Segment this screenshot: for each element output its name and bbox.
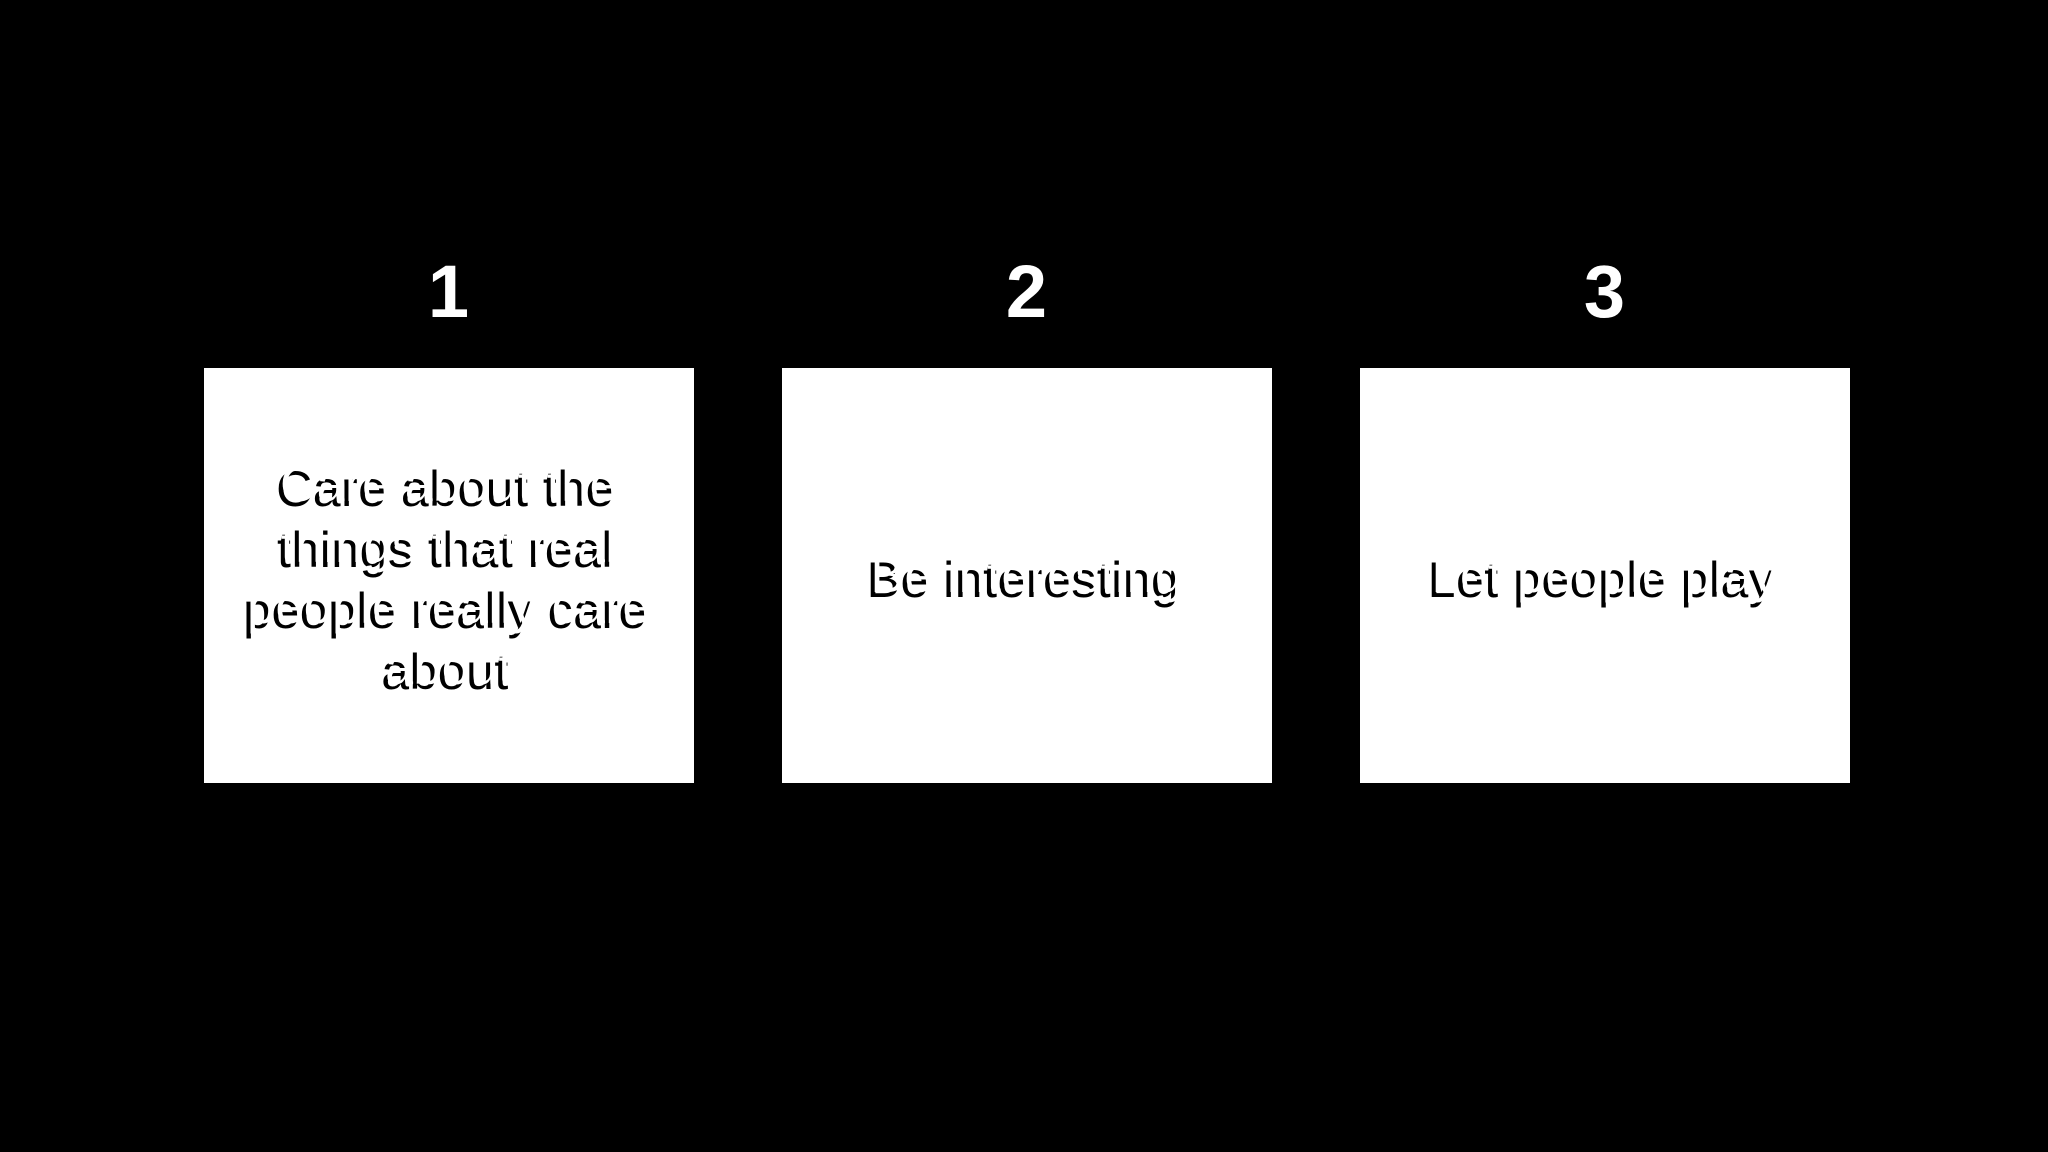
step-card-text-line: about bbox=[385, 638, 513, 695]
step-card-text-line: Be interesting bbox=[870, 547, 1184, 603]
step-card-text-line: Let people play bbox=[1431, 547, 1779, 603]
step-number: 1 bbox=[427, 250, 471, 333]
step-number: 2 bbox=[1005, 250, 1049, 333]
step-card: Let people play bbox=[1360, 368, 1850, 783]
step-column-2: 2 Be interesting bbox=[782, 255, 1272, 783]
step-card-text-line: people really care bbox=[247, 577, 651, 634]
step-card-text-line: Care about the bbox=[280, 455, 618, 512]
steps-row: 1 Care about the things that real people… bbox=[204, 255, 1850, 783]
step-card: Care about the things that real people r… bbox=[204, 368, 694, 783]
step-card: Be interesting bbox=[782, 368, 1272, 783]
step-column-3: 3 Let people play bbox=[1360, 255, 1850, 783]
step-card-text-line: things that real bbox=[281, 516, 617, 573]
step-number: 3 bbox=[1583, 250, 1627, 333]
step-column-1: 1 Care about the things that real people… bbox=[204, 255, 694, 783]
